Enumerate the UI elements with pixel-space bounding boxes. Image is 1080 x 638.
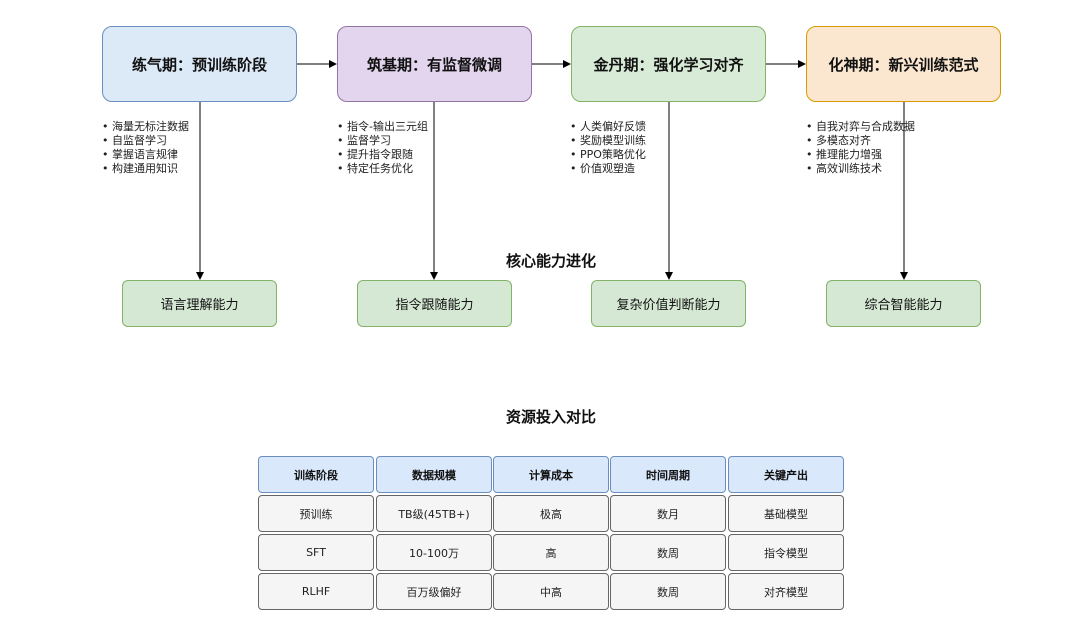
bullet-item: 构建通用知识: [102, 162, 189, 176]
bullet-item: 指令-输出三元组: [337, 120, 428, 134]
table-header-cell: 训练阶段: [258, 456, 374, 493]
table-cell: 高: [493, 534, 609, 571]
table-cell: 指令模型: [728, 534, 844, 571]
table-cell: TB级(45TB+): [376, 495, 492, 532]
table-cell: 基础模型: [728, 495, 844, 532]
table-cell: 中高: [493, 573, 609, 610]
table-header-cell: 时间周期: [610, 456, 726, 493]
bullet-item: 多模态对齐: [806, 134, 915, 148]
bullet-item: 高效训练技术: [806, 162, 915, 176]
table-cell: 极高: [493, 495, 609, 532]
core-ability-title: 核心能力进化: [505, 252, 596, 270]
table-cell: 数周: [610, 534, 726, 571]
stage-box-sft: 筑基期：有监督微调: [337, 26, 532, 102]
bullet-item: 自监督学习: [102, 134, 189, 148]
stage-bullets-rlhf: 人类偏好反馈 奖励模型训练 PPO策略优化 价值观塑造: [570, 120, 646, 176]
bullet-item: 监督学习: [337, 134, 428, 148]
stage-box-rlhf: 金丹期：强化学习对齐: [571, 26, 766, 102]
bullet-item: 自我对弈与合成数据: [806, 120, 915, 134]
bullet-item: 奖励模型训练: [570, 134, 646, 148]
ability-box-instruction: 指令跟随能力: [357, 280, 512, 327]
table-cell: RLHF: [258, 573, 374, 610]
table-cell: 10-100万: [376, 534, 492, 571]
table-cell: 百万级偏好: [376, 573, 492, 610]
bullet-item: PPO策略优化: [570, 148, 646, 162]
ability-box-value-judgment: 复杂价值判断能力: [591, 280, 746, 327]
table-cell: 预训练: [258, 495, 374, 532]
bullet-item: 掌握语言规律: [102, 148, 189, 162]
table-header-cell: 数据规模: [376, 456, 492, 493]
bullet-item: 提升指令跟随: [337, 148, 428, 162]
stage-bullets-pretraining: 海量无标注数据 自监督学习 掌握语言规律 构建通用知识: [102, 120, 189, 176]
table-header-cell: 关键产出: [728, 456, 844, 493]
stage-bullets-sft: 指令-输出三元组 监督学习 提升指令跟随 特定任务优化: [337, 120, 428, 176]
table-cell: 数周: [610, 573, 726, 610]
table-header-cell: 计算成本: [493, 456, 609, 493]
table-cell: 对齐模型: [728, 573, 844, 610]
bullet-item: 价值观塑造: [570, 162, 646, 176]
stage-bullets-new-paradigm: 自我对弈与合成数据 多模态对齐 推理能力增强 高效训练技术: [806, 120, 915, 176]
bullet-item: 特定任务优化: [337, 162, 428, 176]
resource-comparison-title: 资源投入对比: [505, 408, 596, 426]
table-cell: SFT: [258, 534, 374, 571]
table-cell: 数月: [610, 495, 726, 532]
ability-box-general-intelligence: 综合智能能力: [826, 280, 981, 327]
bullet-item: 推理能力增强: [806, 148, 915, 162]
bullet-item: 海量无标注数据: [102, 120, 189, 134]
stage-box-pretraining: 练气期：预训练阶段: [102, 26, 297, 102]
bullet-item: 人类偏好反馈: [570, 120, 646, 134]
ability-box-language: 语言理解能力: [122, 280, 277, 327]
stage-box-new-paradigm: 化神期：新兴训练范式: [806, 26, 1001, 102]
